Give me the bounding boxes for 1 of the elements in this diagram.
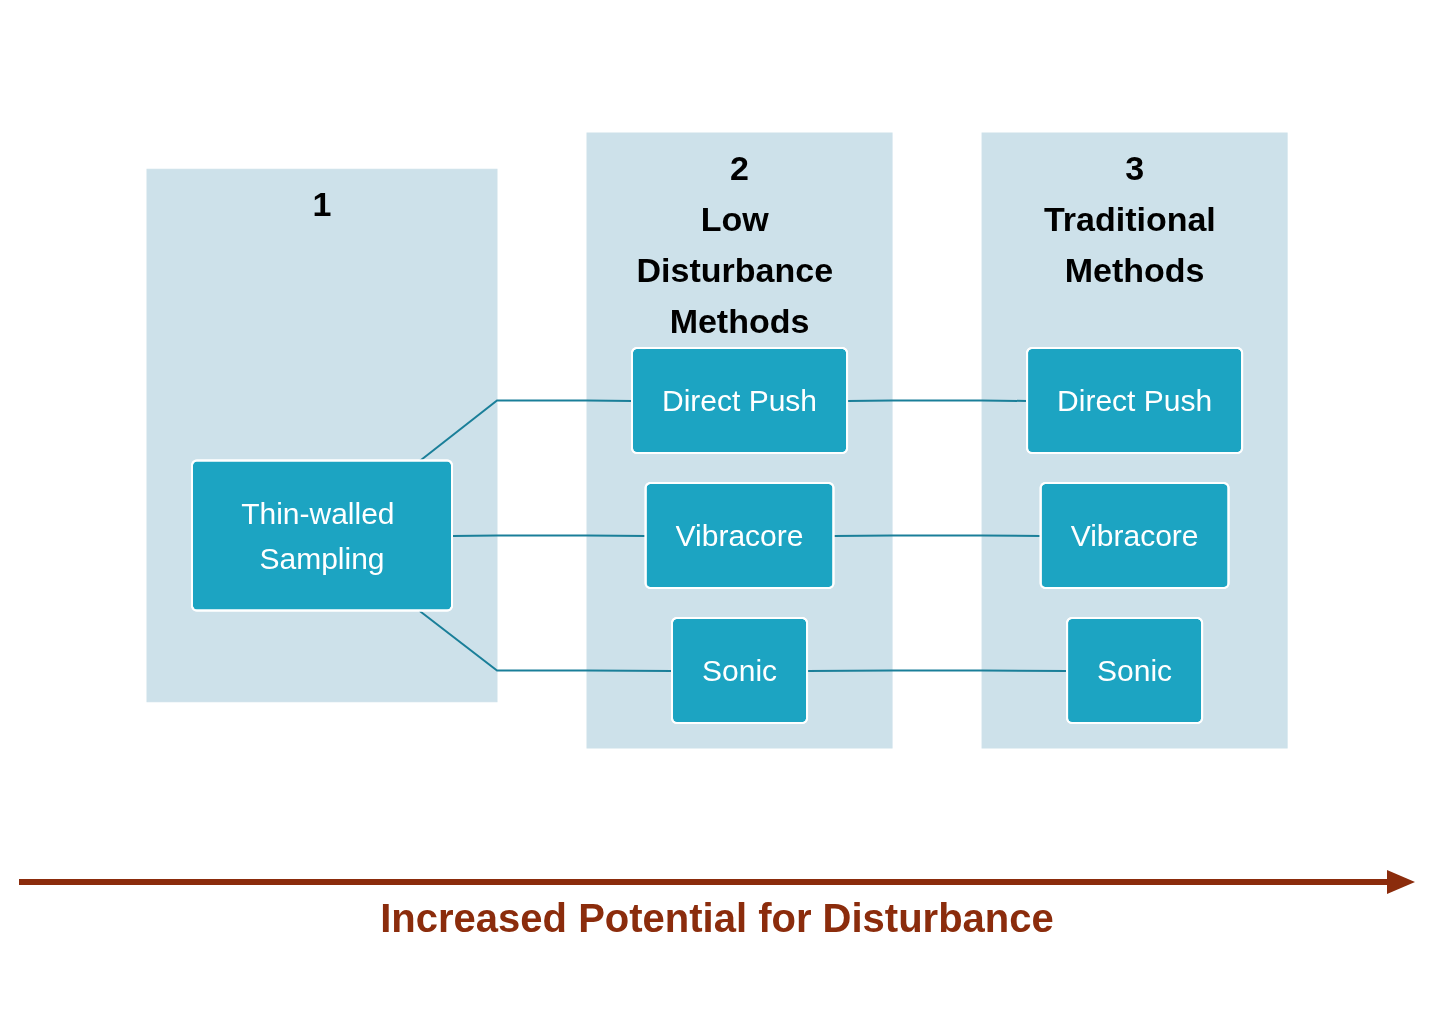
axis-caption: Increased Potential for Disturbance: [380, 896, 1054, 941]
